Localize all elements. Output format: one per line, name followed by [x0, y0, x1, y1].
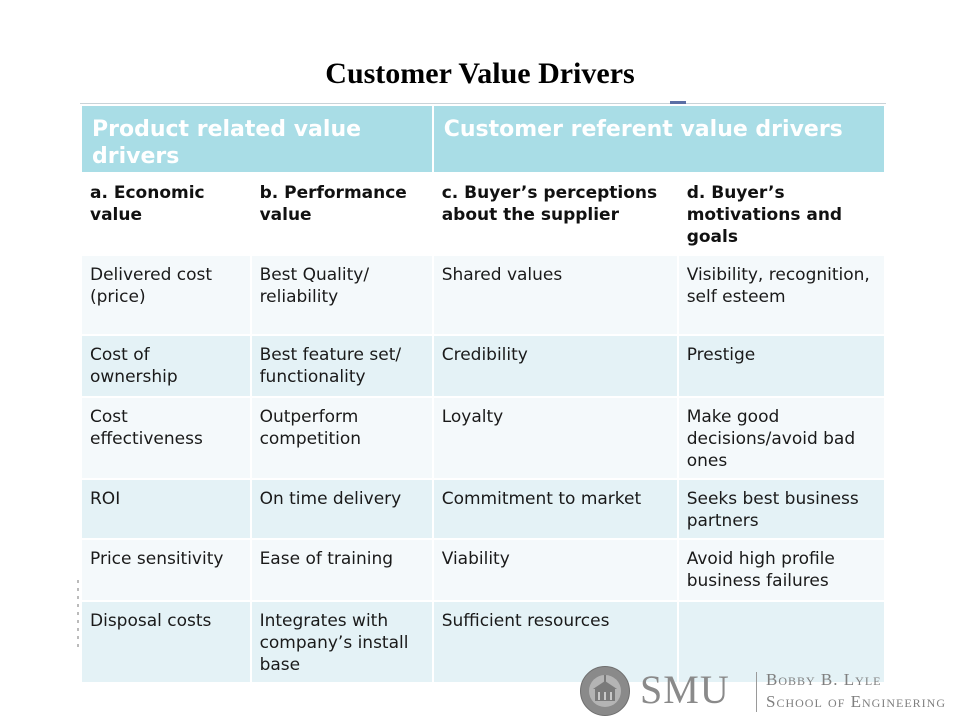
table-cell: Viability	[433, 540, 677, 600]
sub-header-performance: b. Performance value	[251, 174, 432, 254]
table-cell: Make good decisions/avoid bad ones	[678, 398, 884, 478]
slide-title: Customer Value Drivers	[325, 57, 635, 90]
school-name-line1: Bobby B. Lyle	[766, 670, 882, 689]
table-cell: On time delivery	[251, 480, 432, 538]
table-cell: ROI	[82, 480, 250, 538]
smu-wordmark: SMU	[640, 667, 730, 712]
table-cell: Best feature set/ functionality	[251, 336, 432, 396]
logo-divider	[756, 672, 757, 712]
group-header-customer: Customer referent value drivers	[433, 106, 884, 172]
table-cell: Outperform competition	[251, 398, 432, 478]
table-row: ROI On time delivery Commitment to marke…	[82, 480, 884, 538]
table-cell: Commitment to market	[433, 480, 677, 538]
table-cell: Disposal costs	[82, 602, 250, 682]
table-cell: Cost effectiveness	[82, 398, 250, 478]
table-cell: Price sensitivity	[82, 540, 250, 600]
smu-lyle-logo: SMU Bobby B. Lyle School of Engineering	[580, 666, 960, 716]
table-cell: Ease of training	[251, 540, 432, 600]
table-cell: Shared values	[433, 256, 677, 334]
table-top-rule	[80, 103, 886, 104]
sub-header-economic: a. Economic value	[82, 174, 250, 254]
table-row: Cost of ownership Best feature set/ func…	[82, 336, 884, 396]
table-cell: Seeks best business partners	[678, 480, 884, 538]
smu-seal-icon	[580, 666, 630, 716]
table-row: Cost effectiveness Outperform competitio…	[82, 398, 884, 478]
table-cell: Sufficient resources	[433, 602, 677, 682]
table-cell: Integrates with company’s install base	[251, 602, 432, 682]
table-cell: Cost of ownership	[82, 336, 250, 396]
group-header-product: Product related value drivers	[82, 106, 432, 172]
table-row: Price sensitivity Ease of training Viabi…	[82, 540, 884, 600]
table-cell: Loyalty	[433, 398, 677, 478]
table-cell: Prestige	[678, 336, 884, 396]
table-row: Delivered cost (price) Best Quality/ rel…	[82, 256, 884, 334]
table-cell: Credibility	[433, 336, 677, 396]
table-top-marker	[670, 101, 686, 104]
sub-header-perceptions: c. Buyer’s perceptions about the supplie…	[433, 174, 677, 254]
table-cell: Avoid high profile business failures	[678, 540, 884, 600]
sub-header-motivations: d. Buyer’s motivations and goals	[678, 174, 884, 254]
school-name-line2: School of Engineering	[766, 692, 946, 711]
table-cell: Delivered cost (price)	[82, 256, 250, 334]
table-cell	[678, 602, 884, 682]
table-cell: Best Quality/ reliability	[251, 256, 432, 334]
table-cell: Visibility, recognition, self esteem	[678, 256, 884, 334]
table-row: Disposal costs Integrates with company’s…	[82, 602, 884, 682]
left-edge-ticks	[77, 580, 79, 648]
value-drivers-table: Product related value drivers Customer r…	[80, 104, 886, 682]
